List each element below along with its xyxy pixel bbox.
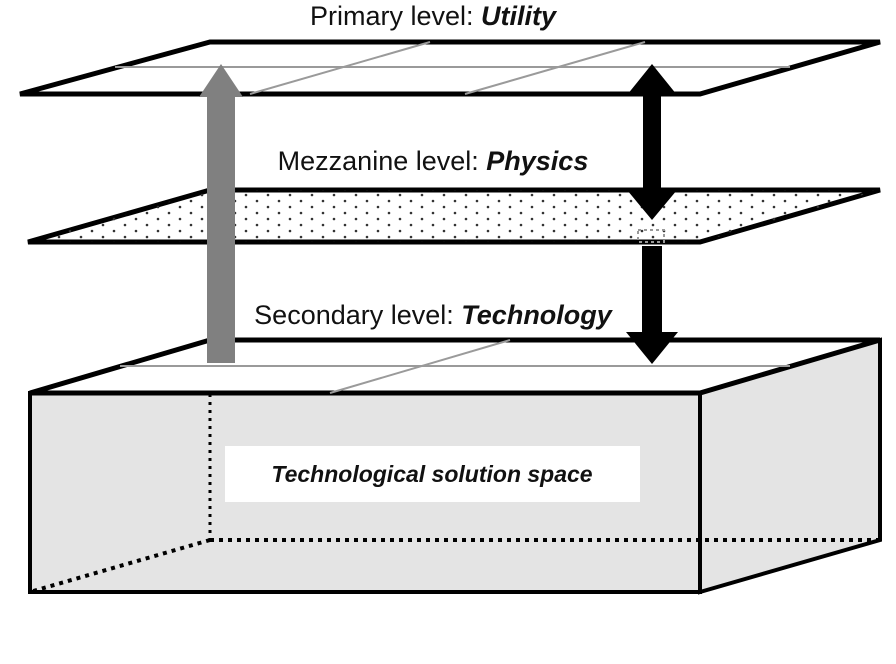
arrow-junction-marker bbox=[637, 229, 665, 243]
secondary-grid-line-d bbox=[329, 339, 511, 394]
solution-space-label: Technological solution space bbox=[271, 461, 592, 487]
hidden-edge-left bbox=[29, 538, 211, 594]
primary-level-plane bbox=[19, 39, 881, 97]
primary-grid-line-d2 bbox=[464, 41, 646, 95]
black-double-arrow-upper bbox=[627, 64, 677, 220]
mezzanine-level-label: Mezzanine level: Physics bbox=[278, 146, 589, 176]
primary-level-label: Primary level: Utility bbox=[310, 1, 558, 31]
mezzanine-level-name: Physics bbox=[486, 146, 588, 176]
solution-space-label-box bbox=[225, 446, 640, 502]
secondary-level-name: Technology bbox=[461, 300, 613, 330]
black-arrow-lower bbox=[626, 246, 678, 364]
primary-level-name: Utility bbox=[481, 1, 558, 31]
mezzanine-level-prefix: Mezzanine level: bbox=[278, 146, 487, 176]
gray-arrow-up bbox=[199, 64, 243, 363]
secondary-level-label: Secondary level: Technology bbox=[254, 300, 614, 330]
primary-level-prefix: Primary level: bbox=[310, 1, 481, 31]
secondary-level-prefix: Secondary level: bbox=[254, 300, 461, 330]
mezzanine-level-plane bbox=[27, 187, 881, 245]
solution-space-box: Technological solution space bbox=[28, 337, 882, 595]
primary-grid-line-d1 bbox=[249, 41, 431, 95]
